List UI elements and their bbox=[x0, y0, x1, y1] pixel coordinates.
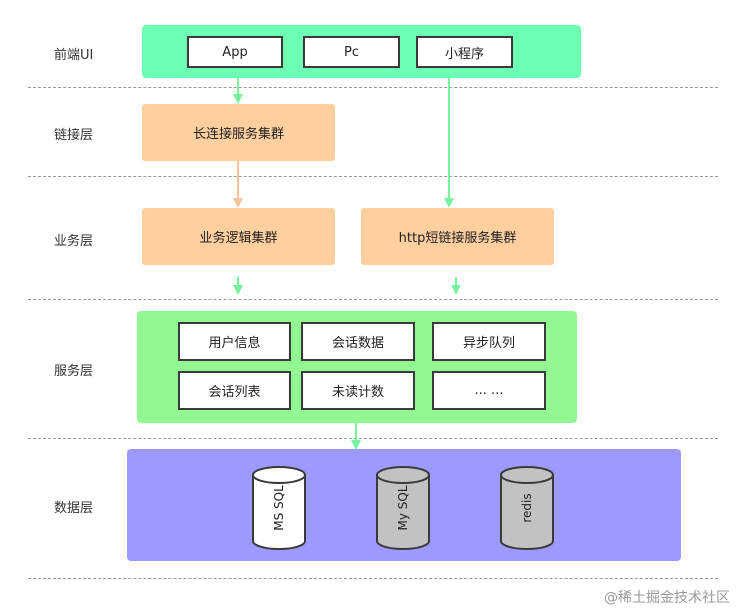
arrow-frontend-to-http bbox=[444, 78, 454, 208]
service-user-info: 用户信息 bbox=[178, 322, 291, 361]
service-more-label: ... ... bbox=[474, 383, 504, 398]
cylinder-gray-icon bbox=[500, 466, 554, 550]
arrow-business-to-service-left bbox=[233, 277, 243, 295]
arrow-business-to-service-right bbox=[451, 277, 461, 295]
frontend-pc: Pc bbox=[303, 36, 400, 68]
watermark: @稀土掘金技术社区 bbox=[604, 590, 730, 606]
frontend-app: App bbox=[187, 36, 283, 68]
service-session-list-label: 会话列表 bbox=[208, 385, 261, 400]
divider-2 bbox=[28, 176, 718, 177]
cylinder-white-icon bbox=[252, 466, 306, 550]
divider-4 bbox=[28, 438, 718, 439]
db-redis: redis bbox=[500, 466, 554, 550]
divider-5 bbox=[28, 578, 718, 579]
business-logic-label: 业务逻辑集群 bbox=[199, 231, 278, 246]
layer-label-frontend: 前端UI bbox=[54, 48, 94, 63]
service-session-list: 会话列表 bbox=[178, 371, 291, 410]
frontend-app-label: App bbox=[222, 44, 248, 60]
db-mysql-label: My SQL bbox=[396, 485, 410, 531]
service-session-data-label: 会话数据 bbox=[331, 336, 384, 351]
connection-cluster: 长连接服务集群 bbox=[142, 104, 335, 161]
db-mssql: MS SQL bbox=[252, 466, 306, 550]
http-cluster: http短链接服务集群 bbox=[361, 208, 554, 265]
arrow-frontend-to-connection bbox=[233, 78, 243, 104]
service-user-info-label: 用户信息 bbox=[208, 336, 261, 351]
connection-cluster-label: 长连接服务集群 bbox=[192, 127, 284, 142]
db-redis-label: redis bbox=[520, 493, 534, 523]
db-mysql: My SQL bbox=[376, 466, 430, 550]
frontend-miniprogram: 小程序 bbox=[416, 36, 513, 68]
cylinder-gray-icon bbox=[376, 466, 430, 550]
layer-label-connection: 链接层 bbox=[54, 128, 94, 143]
arrow-connection-to-business bbox=[233, 161, 243, 208]
divider-3 bbox=[28, 299, 718, 300]
business-logic-cluster: 业务逻辑集群 bbox=[142, 208, 335, 265]
service-more: ... ... bbox=[432, 371, 546, 410]
layer-label-service: 服务层 bbox=[54, 364, 94, 379]
db-mssql-label: MS SQL bbox=[272, 485, 286, 531]
layer-label-data: 数据层 bbox=[54, 501, 94, 516]
service-unread-count-label: 未读计数 bbox=[331, 385, 384, 400]
service-async-queue: 异步队列 bbox=[432, 322, 546, 361]
http-cluster-label: http短链接服务集群 bbox=[398, 231, 517, 246]
frontend-miniprogram-label: 小程序 bbox=[444, 46, 484, 62]
service-async-queue-label: 异步队列 bbox=[462, 336, 515, 351]
divider-1 bbox=[28, 87, 718, 88]
service-unread-count: 未读计数 bbox=[301, 371, 415, 410]
frontend-pc-label: Pc bbox=[344, 44, 359, 60]
service-session-data: 会话数据 bbox=[301, 322, 415, 361]
arrow-service-to-data bbox=[351, 423, 361, 450]
layer-label-business: 业务层 bbox=[54, 234, 94, 249]
